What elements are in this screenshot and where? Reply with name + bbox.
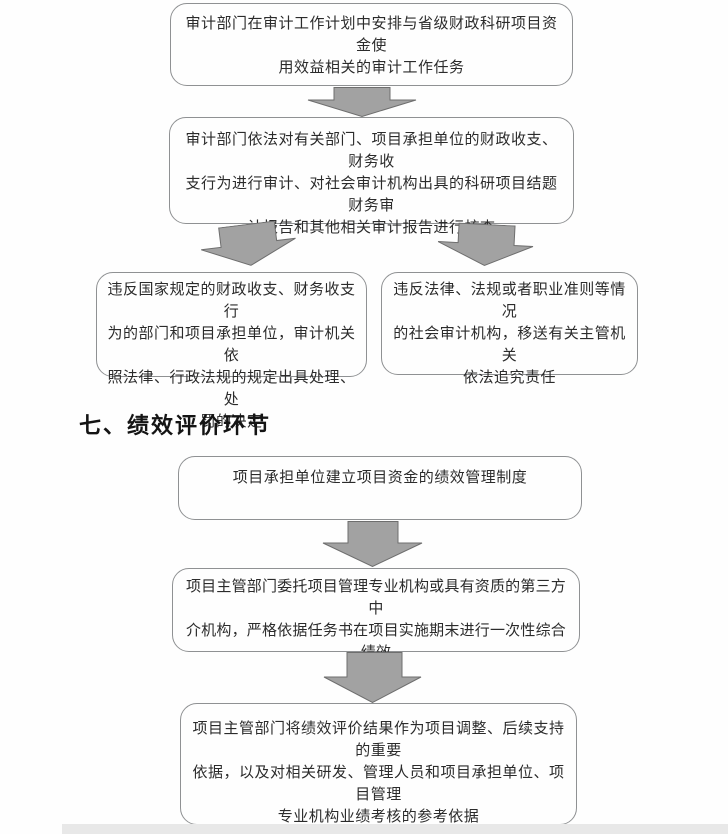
flow-node-audit-verify: 审计部门依法对有关部门、项目承担单位的财政收支、财务收 支行为进行审计、对社会审…	[169, 117, 574, 236]
flow-node-audit-violation-units: 违反国家规定的财政收支、财务收支行 为的部门和项目承担单位，审计机关依 照法律、…	[96, 272, 367, 430]
down-arrow-icon	[323, 652, 422, 703]
page-footer-strip	[62, 824, 728, 834]
down-arrow-icon	[307, 87, 417, 117]
flow-node-performance-evaluation: 项目主管部门委托项目管理专业机构或具有资质的第三方中 介机构，严格依据任务书在项…	[172, 568, 580, 683]
flow-node-performance-system: 项目承担单位建立项目资金的绩效管理制度	[178, 456, 582, 520]
flow-node-performance-result-use: 项目主管部门将绩效评价结果作为项目调整、后续支持的重要 依据，以及对相关研发、管…	[180, 703, 577, 825]
down-arrow-icon	[437, 222, 534, 267]
section-heading: 七、绩效评价环节	[79, 413, 272, 438]
flow-node-audit-violation-agencies: 违反法律、法规或者职业准则等情况 的社会审计机构，移送有关主管机关 依法追究责任	[381, 272, 638, 386]
down-arrow-icon	[201, 220, 296, 266]
down-arrow-icon	[322, 521, 423, 567]
flow-node-audit-plan: 审计部门在审计工作计划中安排与省级财政科研项目资金使 用效益相关的审计工作任务	[170, 3, 573, 86]
